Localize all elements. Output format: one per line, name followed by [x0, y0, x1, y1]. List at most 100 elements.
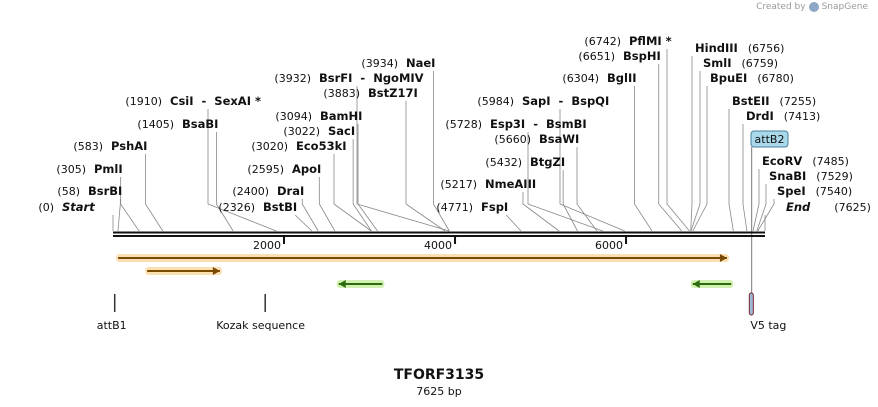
- site-saci[interactable]: SacI (3022): [283, 124, 355, 138]
- site-bsabi[interactable]: BsaBI(1405): [137, 117, 218, 131]
- site-esp3i-bsmbi[interactable]: Esp3I - BsmBI(5728): [445, 117, 586, 131]
- feature-arrowhead: [338, 280, 346, 288]
- site-leader-line: [318, 177, 336, 232]
- site-start[interactable]: Start(0): [38, 200, 95, 214]
- site-leader-line: [333, 154, 372, 232]
- site-name: PflMI *: [629, 34, 672, 48]
- site-pmli[interactable]: PmlI(305): [56, 162, 122, 176]
- feature-arrowhead: [692, 280, 700, 288]
- site-leader-line: [576, 147, 598, 232]
- site-position: (7529): [816, 170, 853, 183]
- site-position: (5660): [494, 133, 531, 146]
- site-eco53ki[interactable]: Eco53kI(3020): [251, 139, 346, 153]
- site-name: BsaWI: [539, 132, 579, 146]
- site-smli[interactable]: SmlI(6759): [703, 56, 778, 70]
- site-end[interactable]: End(7625): [786, 200, 871, 214]
- feature-attb1[interactable]: attB1: [97, 294, 127, 332]
- bottom-feature-label: V5 tag: [750, 319, 786, 332]
- site-position: (7540): [816, 185, 853, 198]
- site-leader-line: [757, 199, 775, 232]
- site-drai[interactable]: DraI (2400): [232, 184, 304, 198]
- site-btgzi[interactable]: BtgZI (5432): [485, 155, 565, 169]
- site-name: BstBI: [263, 200, 297, 214]
- site-pshai[interactable]: PshAI (583): [73, 139, 147, 153]
- site-position: (2326): [218, 201, 255, 214]
- site-name: BtgZI: [530, 155, 565, 169]
- site-apoi[interactable]: ApoI(2595): [247, 162, 321, 176]
- tick-label: 2000: [253, 239, 281, 252]
- site-csii-sexai[interactable]: CsiI - SexAI *(1910): [125, 94, 261, 108]
- site-leader-line: [117, 199, 121, 232]
- site-sapi-bspqi[interactable]: SapI - BspQI(5984): [477, 94, 609, 108]
- feature-marker-2[interactable]: [690, 280, 734, 288]
- site-leader-line: [634, 86, 653, 232]
- site-nmeaiii[interactable]: NmeAIII(5217): [440, 177, 536, 191]
- site-naei[interactable]: NaeI(3934): [361, 56, 435, 70]
- feature-orf-small[interactable]: [145, 267, 222, 275]
- site-leader-line: [692, 86, 708, 232]
- site-fspi[interactable]: FspI(4771): [436, 200, 508, 214]
- site-position: (3094): [275, 110, 312, 123]
- site-position: (583): [73, 140, 103, 153]
- site-position: (6742): [584, 35, 621, 48]
- site-name: SacI: [328, 124, 355, 138]
- site-bsrfi-ngomiv[interactable]: BsrFI - NgoMIV(3932): [274, 71, 423, 85]
- site-name: FspI: [481, 200, 508, 214]
- site-position: (5432): [485, 156, 522, 169]
- site-name: PmlI: [94, 162, 123, 176]
- site-leader-line: [559, 109, 625, 232]
- site-name: BsrFI - NgoMIV: [319, 71, 424, 85]
- site-bpuei[interactable]: BpuEI(6780): [710, 71, 794, 85]
- site-bsawi[interactable]: BsaWI (5660): [494, 132, 579, 146]
- site-name: Esp3I - BsmBI: [490, 117, 587, 131]
- site-name: SnaBI: [769, 169, 806, 183]
- site-spei[interactable]: SpeI (7540): [777, 184, 852, 198]
- site-pflmi[interactable]: PflMI * (6742): [584, 34, 671, 48]
- site-leader-line: [207, 109, 277, 232]
- site-hindiii[interactable]: HindIII(6756): [695, 41, 784, 55]
- site-name: BpuEI: [710, 71, 747, 85]
- site-bsrbi[interactable]: BsrBI(58): [57, 184, 122, 198]
- site-name: DraI: [277, 184, 304, 198]
- site-name: EcoRV: [762, 154, 802, 168]
- site-bsteii[interactable]: BstEII(7255): [732, 94, 816, 108]
- snapgene-logo-icon: [808, 2, 819, 12]
- site-bstbi[interactable]: BstBI (2326): [218, 200, 297, 214]
- site-leader-line: [658, 64, 683, 232]
- site-leader-line: [120, 177, 140, 232]
- feature-marker-1[interactable]: [336, 280, 385, 288]
- site-bstz17i[interactable]: BstZ17I (3883): [323, 86, 417, 100]
- leader-lines: [112, 49, 775, 314]
- site-name: CsiI - SexAI *: [170, 94, 261, 108]
- site-ecorv[interactable]: EcoRV(7485): [762, 154, 849, 168]
- feature-v5-tag[interactable]: V5 tag: [748, 292, 786, 332]
- site-position: (5984): [477, 95, 514, 108]
- site-position: (3883): [323, 87, 360, 100]
- snapgene-credit: Created by SnapGene: [756, 2, 868, 12]
- feature-orf-main[interactable]: [116, 254, 729, 262]
- site-name: End: [786, 200, 811, 214]
- site-leader-line: [756, 184, 767, 232]
- backbone-line: [113, 231, 765, 237]
- site-position: (6756): [748, 42, 785, 55]
- attb2-box[interactable]: attB2: [750, 130, 789, 148]
- feature-kozak-sequence[interactable]: Kozak sequence: [216, 294, 305, 332]
- attb2-box-bg: [750, 130, 789, 148]
- site-name: SpeI: [777, 184, 806, 198]
- site-bsphi[interactable]: BspHI(6651): [578, 49, 660, 63]
- site-position: (3022): [283, 125, 320, 138]
- site-name: BstZ17I: [368, 86, 418, 100]
- site-drdi[interactable]: DrdI(7413): [746, 109, 820, 123]
- site-position: (6651): [578, 50, 615, 63]
- site-name: PshAI: [111, 139, 147, 153]
- credit-brand: SnapGene: [821, 2, 868, 12]
- site-bamhi[interactable]: BamHI (3094): [275, 109, 362, 123]
- site-snabi[interactable]: SnaBI (7529): [769, 169, 853, 183]
- site-name: BamHI: [320, 109, 362, 123]
- site-leader-line: [145, 154, 164, 232]
- site-bglii[interactable]: BglII(6304): [562, 71, 636, 85]
- v5-tag-mark: [748, 292, 754, 316]
- site-position: (2400): [232, 185, 269, 198]
